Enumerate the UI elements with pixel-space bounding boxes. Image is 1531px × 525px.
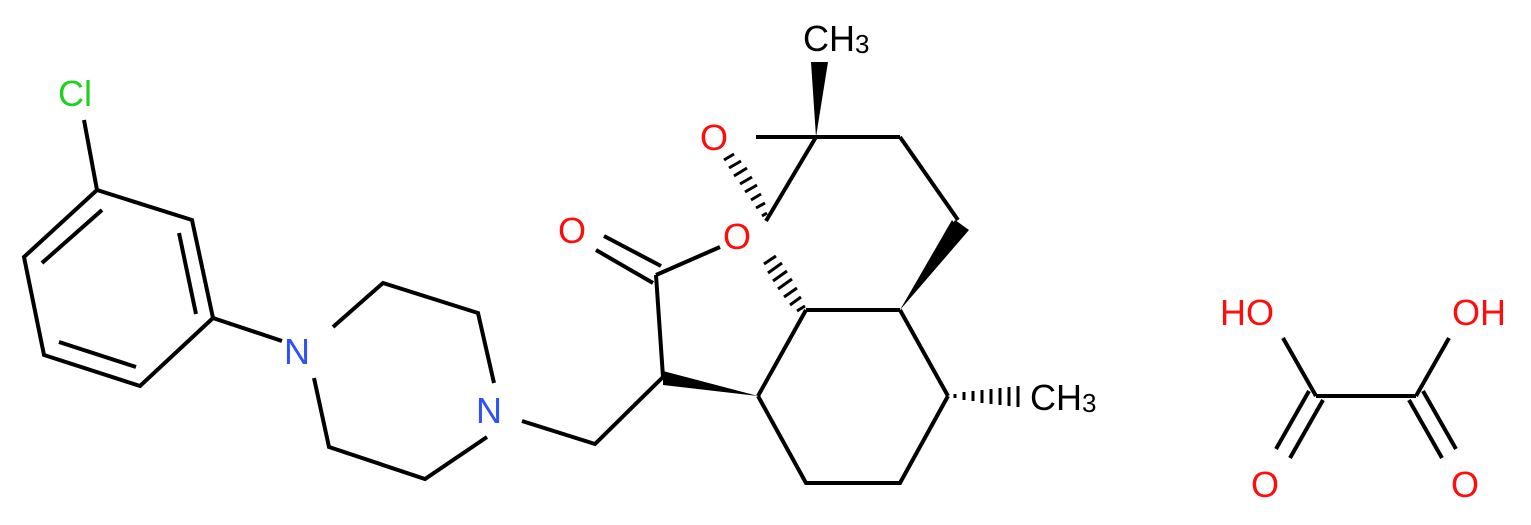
bond-c-oring [655, 245, 721, 277]
carbonyl-double-b [594, 248, 655, 285]
bond-n-ch2 [521, 375, 665, 447]
benzene-ring [21, 188, 216, 389]
oxalic-dbl-left-a [1274, 390, 1311, 450]
oxalic-dbl-left-b [1288, 399, 1325, 459]
hash [739, 175, 753, 186]
hash [777, 277, 793, 291]
benzene-double-1 [40, 208, 104, 265]
carbonyl-double-a [603, 234, 662, 268]
hash [761, 211, 768, 218]
bond-core-1 [756, 309, 808, 397]
bond-lactone-c [654, 274, 665, 378]
atom-labels: Cl N N O O O CH3 CH3 HO OH O O [58, 18, 1506, 505]
hash [744, 183, 758, 194]
benzene-double-2 [177, 232, 198, 315]
oxalic-ho-label: HO [1220, 292, 1274, 333]
wedge-ch3-top [811, 62, 828, 137]
ch3-right-label: CH3 [1030, 377, 1096, 418]
oxalic-dbl-right-b [1421, 390, 1458, 450]
hash [772, 269, 788, 283]
ch3-top-label: CH3 [803, 18, 869, 59]
bond-cq-co [764, 135, 818, 223]
oxalic-o-left-label: O [1251, 464, 1279, 505]
carbonyl-o-label: O [558, 210, 586, 251]
piperazine-lower [312, 377, 489, 482]
wedge-lactone-ch [663, 371, 758, 396]
hash [796, 304, 806, 313]
oxalic-o-right-label: O [1451, 464, 1479, 505]
main-compound-bonds [21, 119, 1458, 485]
hash [755, 201, 766, 210]
wedge-core-up-2 [900, 220, 969, 310]
n2-label: N [476, 390, 502, 431]
hash [783, 286, 798, 299]
bond-aryl-n [212, 316, 283, 343]
hash [723, 152, 735, 162]
oxalic-bond-oh-right [1414, 337, 1451, 397]
hash [750, 192, 762, 202]
hash [763, 254, 777, 266]
benzene-double-3 [58, 340, 137, 369]
piperazine-upper [331, 280, 496, 384]
ring-o-label: O [723, 216, 751, 257]
oxalic-bond-oh-left [1281, 337, 1318, 397]
hashed-bonds [723, 152, 1020, 407]
oxalic-dbl-right-a [1407, 399, 1444, 459]
hash [728, 159, 742, 170]
cl-label: Cl [58, 73, 92, 114]
wedge-bonds [663, 62, 969, 396]
hash [789, 295, 802, 307]
oxalic-oh-label: OH [1452, 292, 1506, 333]
bond-ch2-ch2 [898, 135, 960, 222]
hash [733, 166, 748, 178]
bridge-o-label: O [700, 117, 728, 158]
bond-cl-c [82, 119, 99, 191]
bond-core-lower [756, 395, 950, 485]
n1-label: N [284, 331, 310, 372]
hash [767, 261, 783, 275]
bond-core-3 [898, 309, 950, 397]
